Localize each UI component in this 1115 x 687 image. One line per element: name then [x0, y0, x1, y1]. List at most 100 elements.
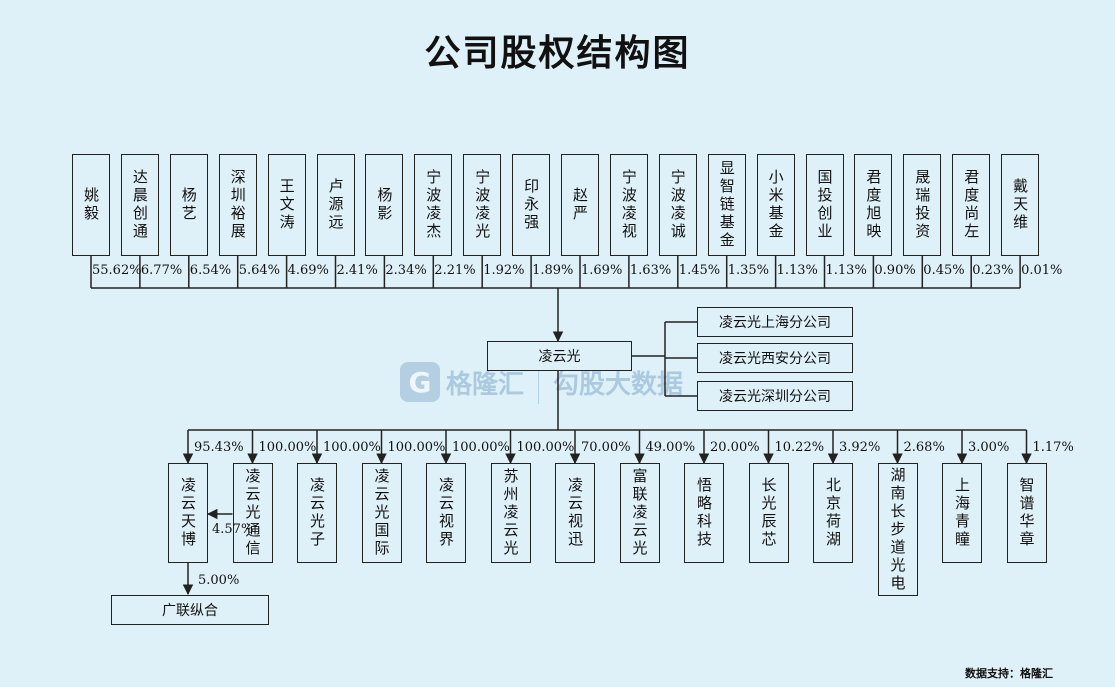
shareholder-box: 深圳裕展	[218, 154, 257, 256]
tianbo-to-guanglian-pct: 5.00%	[198, 573, 240, 588]
shareholder-box-label: 姚毅	[82, 187, 100, 223]
shareholder-box: 宁波凌光	[463, 154, 502, 256]
shareholder-box-label: 宁波凌杰	[424, 169, 443, 241]
main-company-box: 凌云光	[487, 341, 632, 371]
subsidiary-pct: 49.00%	[645, 440, 696, 455]
shareholder-pct: 1.13%	[776, 263, 818, 278]
shareholder-pct: 1.69%	[581, 263, 623, 278]
subsidiary-box: 凌云视界	[426, 463, 466, 563]
shareholder-box-label: 戴天维	[1011, 178, 1030, 232]
shareholder-box-label: 宁波凌光	[473, 169, 492, 241]
shareholder-box-label: 王文涛	[277, 178, 296, 232]
subsidiary-box: 凌云光国际	[361, 463, 402, 563]
shareholder-pct: 6.54%	[189, 263, 232, 278]
shareholder-pct: 0.01%	[1021, 263, 1063, 278]
data-source-footer: 数据支持：格隆汇	[965, 667, 1053, 680]
shareholder-pct: 0.23%	[972, 263, 1014, 278]
subsidiary-box-label: 上海青瞳	[953, 477, 971, 549]
main-company-box-label: 凌云光	[538, 349, 581, 365]
shareholder-box-label: 卢源远	[326, 178, 345, 232]
shareholder-pct: 4.69%	[287, 263, 329, 278]
subsidiary-box: 凌云视迅	[555, 463, 595, 563]
subsidiary-box-label: 湖南长步道光电	[888, 466, 907, 593]
subsidiary-pct: 1.17%	[1032, 440, 1074, 455]
subsidiary-box-label: 凌云天博	[179, 477, 197, 549]
diagram-title: 公司股权结构图	[424, 33, 691, 74]
subsidiary-pct: 3.00%	[968, 440, 1010, 455]
subsidiary-pct: 100.00%	[387, 440, 446, 455]
branch-office-box: 凌云光上海分公司	[697, 307, 853, 337]
shareholder-pct: 0.45%	[923, 263, 965, 278]
subsidiary-box-label: 凌云光国际	[372, 468, 391, 558]
shareholder-pct: 55.62%	[92, 263, 142, 278]
shareholder-box-label: 显智链基金	[717, 160, 736, 250]
shareholder-pct: 1.13%	[825, 263, 867, 278]
subsidiary-box-label: 智谱华章	[1017, 477, 1036, 549]
shareholder-box: 宁波凌杰	[414, 154, 453, 256]
shareholder-pct: 1.63%	[629, 263, 672, 278]
subsidiary-pct: 2.68%	[903, 440, 945, 455]
shareholder-box-label: 印永强	[522, 178, 541, 232]
subsidiary-box-label: 北京荷湖	[824, 477, 842, 549]
shareholder-pct: 6.77%	[140, 263, 183, 278]
shareholder-box-label: 晟瑞投资	[913, 169, 932, 241]
subsidiary-pct: 20.00%	[710, 440, 760, 455]
shareholder-pct: 1.45%	[678, 263, 721, 278]
subsidiary-box: 富联凌云光	[619, 463, 660, 563]
shareholder-box-label: 君度尚左	[962, 169, 981, 241]
shareholder-box: 卢源远	[316, 154, 355, 256]
subsidiary-box-label: 悟略科技	[695, 477, 713, 549]
subsidiary-box-label: 苏州凌云光	[501, 468, 520, 558]
shareholder-pct: 2.41%	[336, 263, 378, 278]
shareholder-box: 印永强	[512, 154, 551, 256]
subsidiary-box: 凌云光子	[297, 463, 337, 563]
shareholder-box-label: 深圳裕展	[228, 169, 247, 241]
subsidiary-box: 苏州凌云光	[490, 463, 531, 563]
branch-office-box: 凌云光西安分公司	[697, 343, 853, 373]
branch-office-box: 凌云光深圳分公司	[697, 381, 853, 411]
shareholder-box: 宁波凌视	[609, 154, 648, 256]
shareholder-box: 赵严	[561, 154, 599, 256]
subsidiary-box: 北京荷湖	[813, 463, 853, 563]
shareholder-pct: 1.89%	[532, 263, 574, 278]
shareholder-pct: 0.90%	[874, 263, 916, 278]
subsidiary-box-label: 凌云视迅	[566, 477, 584, 549]
shareholder-box: 王文涛	[267, 154, 306, 256]
shareholder-pct: 1.92%	[483, 263, 525, 278]
shareholder-box: 姚毅	[72, 154, 110, 256]
shareholder-pct: 1.35%	[727, 263, 769, 278]
shareholder-box-label: 宁波凌视	[619, 169, 638, 241]
shareholder-pct: 2.34%	[385, 263, 427, 278]
shareholder-box: 达晨创通	[120, 154, 159, 256]
subsidiary-pct: 3.92%	[839, 440, 881, 455]
shareholder-box: 宁波凌诚	[658, 154, 697, 256]
shareholder-box: 小米基金	[756, 154, 795, 256]
shareholder-box: 杨影	[365, 154, 404, 256]
subsidiary-pct: 100.00%	[323, 440, 381, 455]
branch-office-box-label: 凌云光西安分公司	[719, 351, 831, 367]
subsidiary-box: 长光辰芯	[748, 463, 789, 563]
subsidiary-pct: 95.43%	[194, 440, 244, 455]
shareholder-box-label: 杨艺	[179, 187, 198, 223]
shareholder-box-label: 君度旭映	[864, 169, 883, 241]
shareholder-box: 戴天维	[1001, 154, 1040, 256]
shareholder-box: 君度旭映	[854, 154, 893, 256]
shareholder-box: 晟瑞投资	[903, 154, 942, 256]
subsidiary-box: 悟略科技	[684, 463, 724, 563]
shareholder-box-label: 杨影	[375, 187, 394, 223]
branch-office-box-label: 凌云光深圳分公司	[719, 389, 831, 405]
shareholder-pct: 2.21%	[434, 263, 476, 278]
subsidiary-box: 凌云天博	[168, 463, 208, 563]
subsidiary-pct: 100.00%	[258, 440, 317, 455]
shareholder-box: 显智链基金	[707, 154, 746, 256]
subsidiary-pct: 70.00%	[581, 440, 631, 455]
shareholder-box: 杨艺	[169, 154, 208, 256]
subsidiary-box-label: 凌云光通信	[243, 468, 262, 558]
tongxin-to-tianbo-pct: 4.57%	[212, 522, 254, 537]
guanglian-box: 广联纵合	[111, 595, 269, 625]
shareholder-box: 君度尚左	[952, 154, 991, 256]
shareholder-pct: 5.64%	[238, 263, 280, 278]
shareholder-box: 国投创业	[805, 154, 844, 256]
subsidiary-box-label: 富联凌云光	[630, 468, 649, 558]
